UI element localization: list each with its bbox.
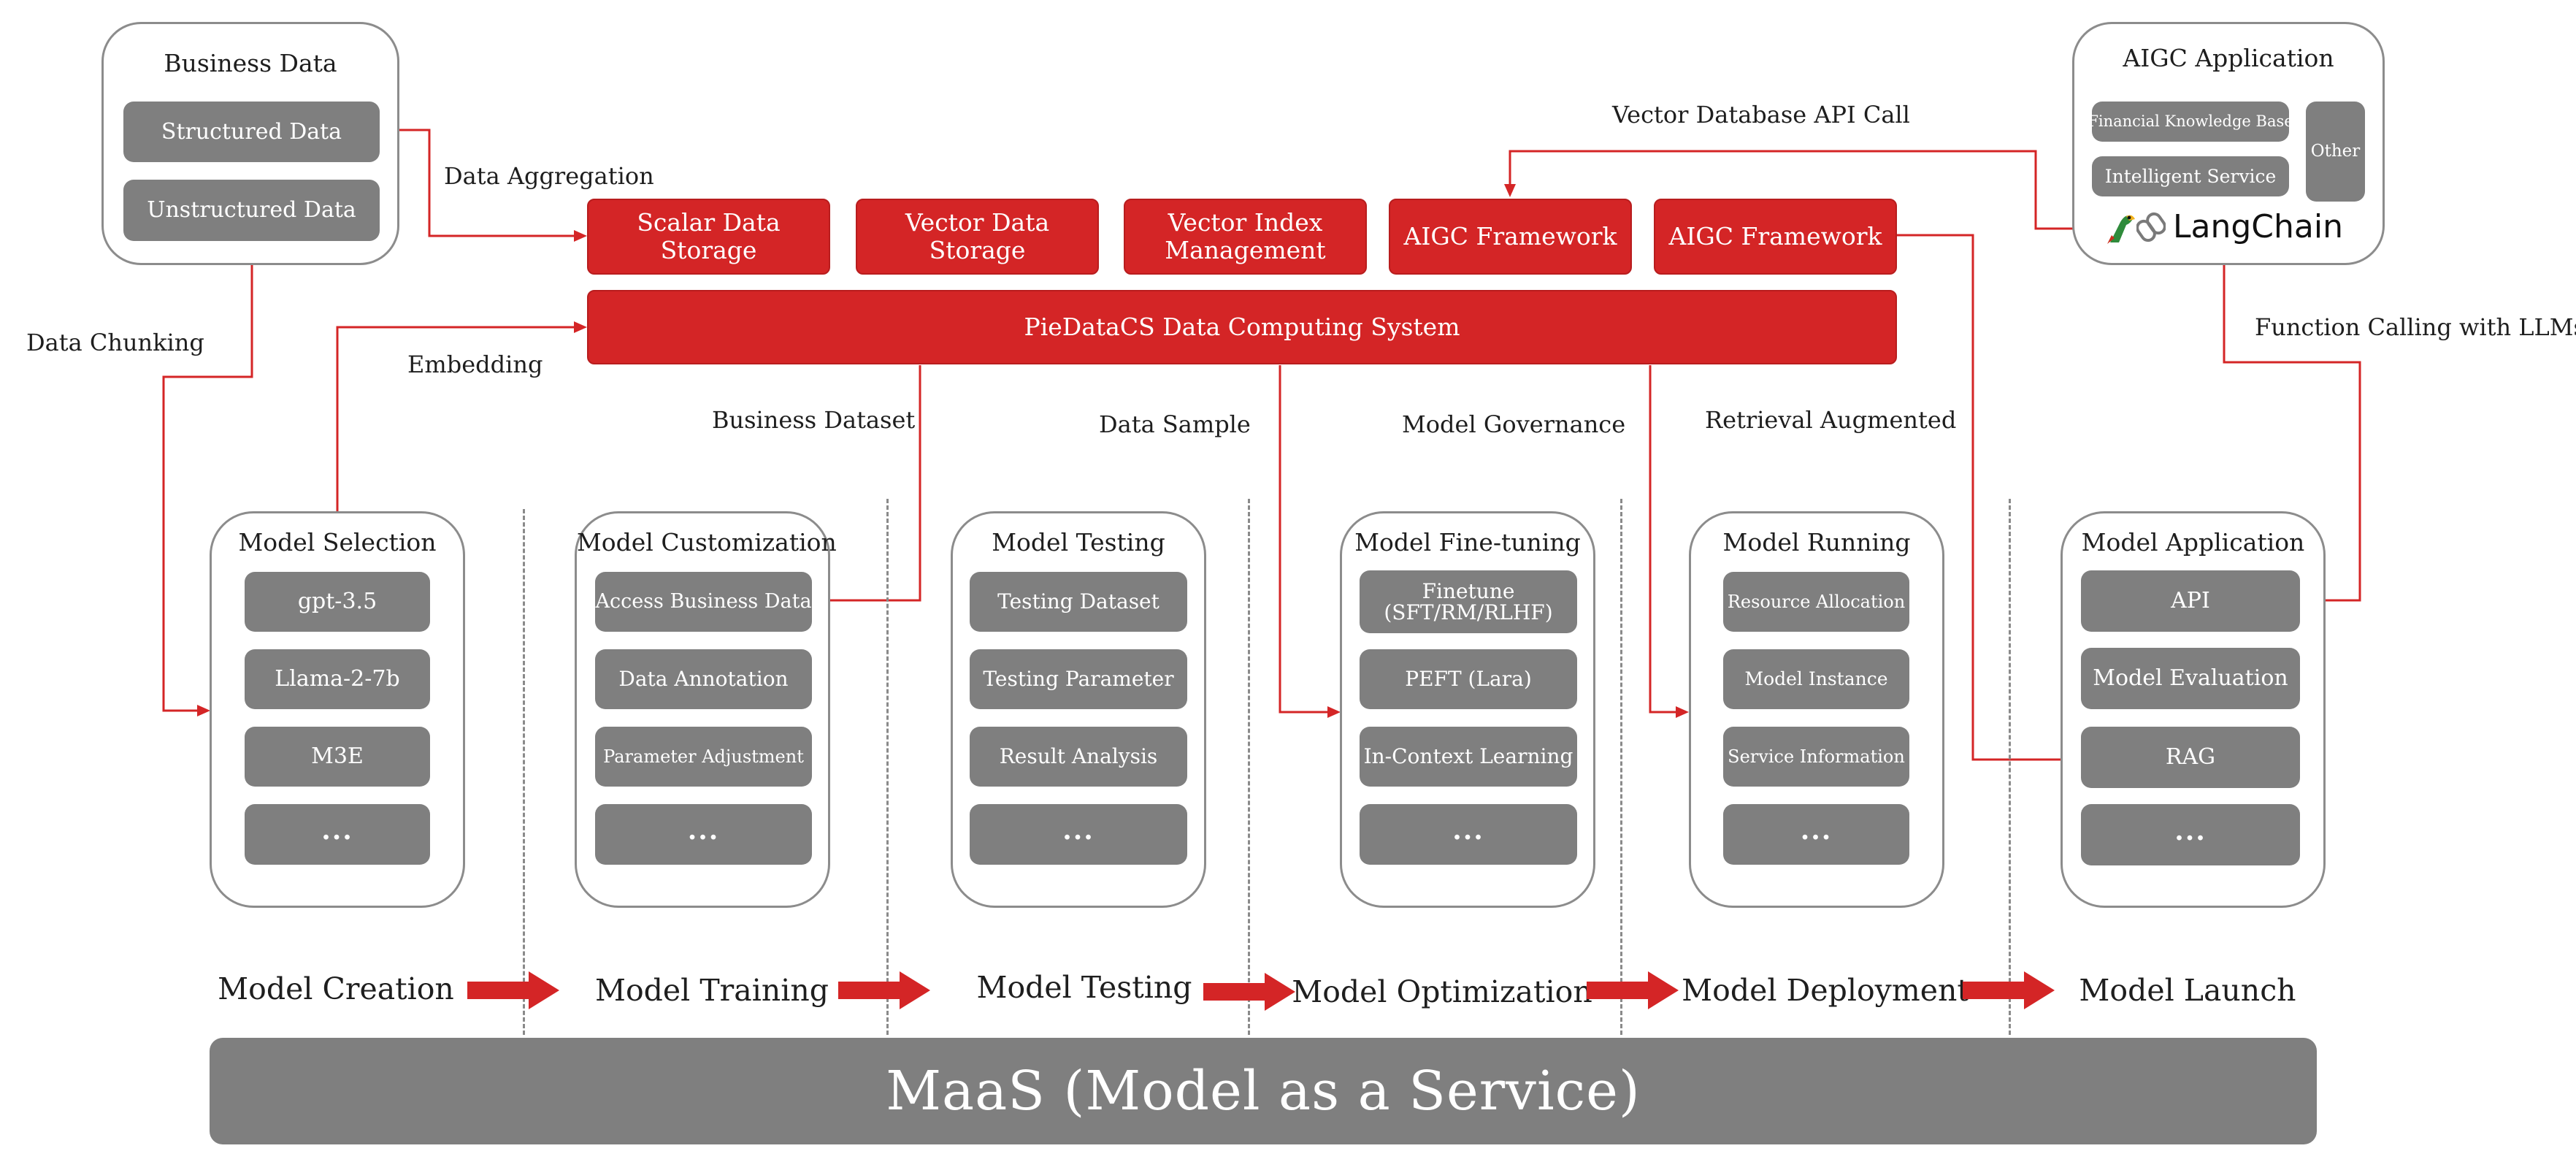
item-more-customization[interactable]: ... — [595, 804, 812, 865]
aigc-application-title: AIGC Application — [2123, 44, 2334, 72]
item-llama-2-7b[interactable]: Llama-2-7b — [245, 649, 430, 709]
label-data-sample: Data Sample — [1099, 410, 1251, 438]
item-access-business-data[interactable]: Access Business Data — [595, 572, 812, 632]
item-in-context-learning[interactable]: In-Context Learning — [1360, 727, 1577, 787]
item-more-selection[interactable]: ... — [245, 804, 430, 865]
arrow-right-icon — [1587, 971, 1679, 1009]
edge-data-chunking — [162, 243, 253, 712]
vector-index-management-box[interactable]: Vector Index Management — [1124, 199, 1367, 275]
model-application-title: Model Application — [2081, 528, 2305, 557]
stage-model-launch: Model Launch — [2079, 973, 2296, 1008]
stage-model-creation: Model Creation — [218, 971, 454, 1006]
model-testing-title: Model Testing — [992, 528, 1165, 557]
label-model-governance: Model Governance — [1402, 410, 1626, 438]
stage-separator — [1248, 499, 1250, 1035]
label-data-chunking: Data Chunking — [26, 329, 204, 356]
stage-model-testing: Model Testing — [976, 970, 1192, 1005]
item-more-fine-tuning[interactable]: ... — [1360, 804, 1577, 865]
langchain-label: LangChain — [2173, 208, 2343, 245]
item-more-testing[interactable]: ... — [970, 804, 1187, 865]
arrow-right-icon — [1963, 971, 2055, 1009]
label-embedding: Embedding — [407, 351, 543, 378]
item-peft-lara[interactable]: PEFT (Lara) — [1360, 649, 1577, 709]
stage-separator — [2009, 499, 2011, 1035]
item-rag[interactable]: RAG — [2081, 727, 2300, 788]
edge-data-aggregation — [380, 129, 580, 237]
label-vector-db-api-call: Vector Database API Call — [1612, 101, 1910, 129]
item-gpt-3-5[interactable]: gpt-3.5 — [245, 572, 430, 632]
edge-vector-db-api-call — [1509, 150, 2110, 230]
item-service-information[interactable]: Service Information — [1723, 727, 1909, 787]
item-parameter-adjustment[interactable]: Parameter Adjustment — [595, 727, 812, 787]
maas-footer-bar: MaaS (Model as a Service) — [210, 1038, 2317, 1144]
item-resource-allocation[interactable]: Resource Allocation — [1723, 572, 1909, 632]
stage-separator — [886, 499, 889, 1035]
edge-retrieval-augmented — [1649, 365, 1682, 714]
arrow-right-icon — [1203, 973, 1295, 1011]
edge-function-calling — [2223, 252, 2361, 602]
stage-model-optimization: Model Optimization — [1292, 974, 1592, 1009]
business-data-title: Business Data — [164, 49, 337, 77]
item-m3e[interactable]: M3E — [245, 727, 430, 787]
aigc-framework-box-1[interactable]: AIGC Framework — [1389, 199, 1632, 275]
label-function-calling: Function Calling with LLMs — [2255, 313, 2576, 341]
item-testing-dataset[interactable]: Testing Dataset — [970, 572, 1187, 632]
finetune-label: Finetune (SFT/RM/RLHF) — [1384, 578, 1553, 624]
financial-knowledge-base-box[interactable]: Financial Knowledge Base — [2092, 102, 2289, 142]
aigc-framework-box-2[interactable]: AIGC Framework — [1654, 199, 1897, 275]
other-box[interactable]: Other — [2306, 102, 2365, 202]
stage-separator — [523, 509, 525, 1035]
edge-business-dataset — [819, 365, 921, 602]
edge-model-governance — [1279, 365, 1333, 714]
model-fine-tuning-title: Model Fine-tuning — [1354, 528, 1581, 557]
stage-model-training: Model Training — [595, 973, 829, 1008]
item-finetune[interactable]: Finetune (SFT/RM/RLHF) — [1360, 570, 1577, 633]
unstructured-data-box[interactable]: Unstructured Data — [123, 180, 380, 241]
item-api[interactable]: API — [2081, 570, 2300, 632]
item-more-application[interactable]: ... — [2081, 804, 2300, 865]
structured-data-box[interactable]: Structured Data — [123, 102, 380, 162]
label-data-aggregation: Data Aggregation — [444, 162, 654, 190]
chain-link-icon — [2136, 212, 2166, 242]
item-result-analysis[interactable]: Result Analysis — [970, 727, 1187, 787]
item-testing-parameter[interactable]: Testing Parameter — [970, 649, 1187, 709]
label-business-dataset: Business Dataset — [712, 406, 916, 434]
model-running-title: Model Running — [1722, 528, 1911, 557]
scalar-data-storage-box[interactable]: Scalar Data Storage — [587, 199, 830, 275]
item-model-evaluation[interactable]: Model Evaluation — [2081, 648, 2300, 709]
edge-aigc-to-rag — [1897, 234, 2074, 761]
item-data-annotation[interactable]: Data Annotation — [595, 649, 812, 709]
edge-embedding — [336, 326, 580, 511]
parrot-icon — [2107, 215, 2135, 244]
model-customization-title: Model Customization — [577, 528, 837, 557]
vector-data-storage-box[interactable]: Vector Data Storage — [856, 199, 1099, 275]
model-selection-title: Model Selection — [238, 528, 437, 557]
arrow-right-icon — [467, 971, 559, 1009]
arrow-right-icon — [838, 971, 930, 1009]
item-model-instance[interactable]: Model Instance — [1723, 649, 1909, 709]
langchain-logo[interactable]: LangChain — [2104, 208, 2343, 245]
stage-separator — [1620, 499, 1622, 1035]
intelligent-service-box[interactable]: Intelligent Service — [2092, 156, 2289, 196]
label-retrieval-augmented: Retrieval Augmented — [1705, 406, 1957, 434]
item-more-running[interactable]: ... — [1723, 804, 1909, 865]
stage-model-deployment: Model Deployment — [1682, 973, 1969, 1008]
piedatacs-system-bar[interactable]: PieDataCS Data Computing System — [587, 290, 1897, 364]
